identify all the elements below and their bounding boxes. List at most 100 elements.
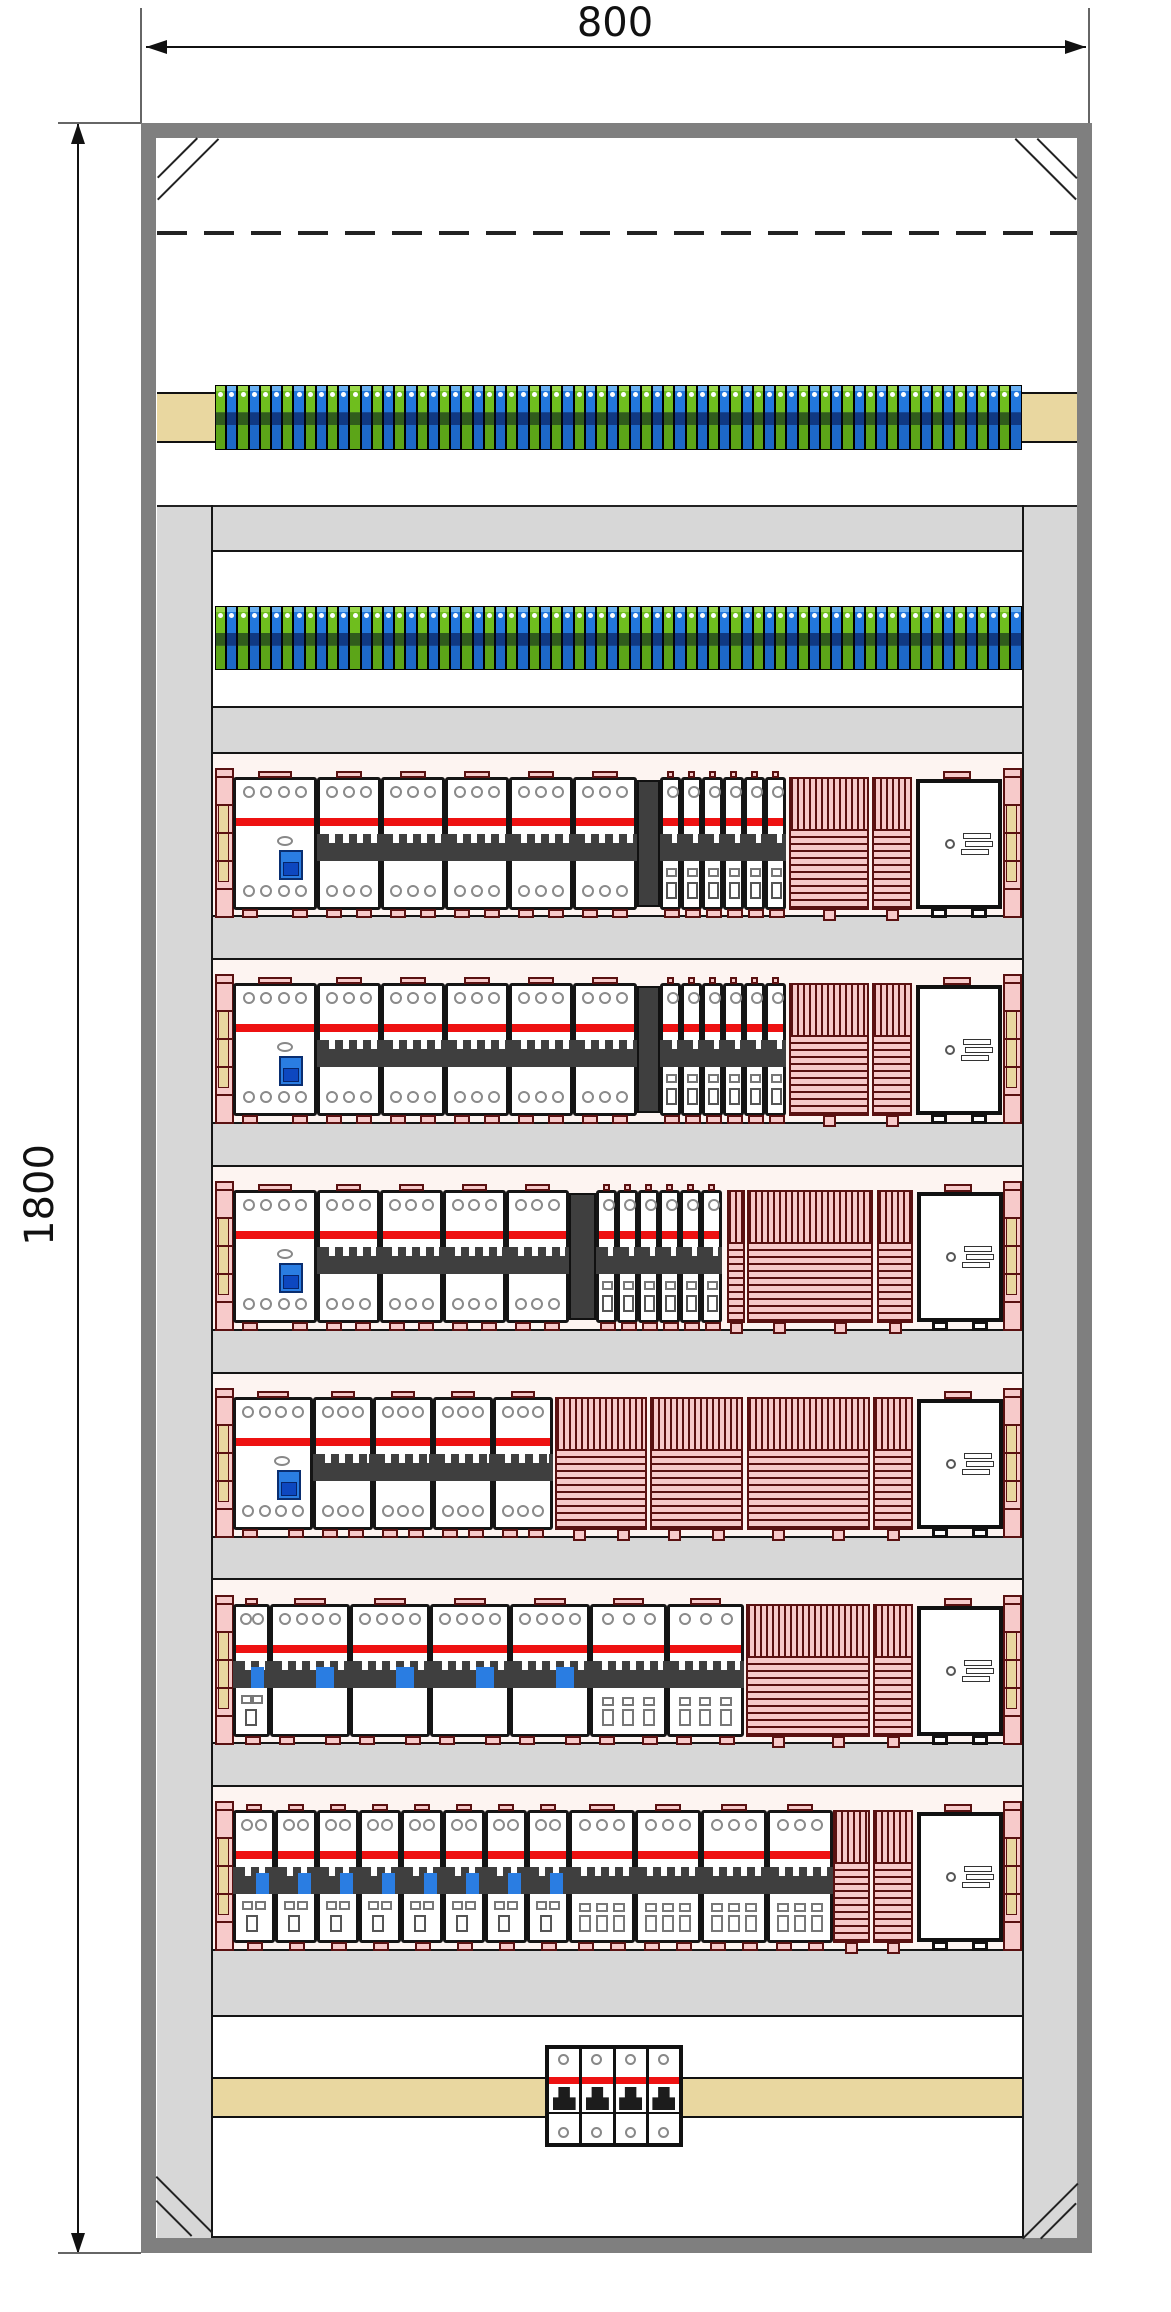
terminal-green (260, 607, 271, 669)
device-mcb3 (313, 1391, 373, 1538)
toggle-band (350, 1661, 430, 1688)
terminal-dot (733, 613, 739, 618)
meter-box (917, 1391, 1003, 1538)
mount-foot (726, 1115, 743, 1124)
terminal-dot (1013, 613, 1019, 618)
meter-dot (945, 1872, 956, 1882)
mount-foot (831, 1736, 845, 1748)
device-rcbo2 (317, 1804, 359, 1951)
terminal-dot (1002, 613, 1008, 618)
terminal-blue (384, 607, 394, 669)
device-mcb1 (702, 771, 723, 918)
window-square (423, 1901, 434, 1910)
screw-circle (687, 1199, 699, 1211)
device-rcd4 (233, 1391, 313, 1538)
screw-circle (242, 885, 255, 897)
window-row (493, 1901, 519, 1910)
screw-terminal-row (688, 786, 700, 798)
screw-circle (326, 1298, 339, 1310)
toggle-band (573, 1040, 637, 1067)
terminal-green (977, 386, 988, 449)
screw-terminal-row (240, 1819, 268, 1831)
mount-tab (645, 1184, 652, 1191)
gap (913, 1190, 917, 1191)
device-mcb1 (596, 1184, 617, 1331)
meter-bar (965, 841, 994, 847)
screw-terminal-row (440, 1505, 486, 1517)
mount-foot (548, 909, 564, 918)
mount-foot (242, 909, 258, 918)
screw-terminal-row (688, 992, 700, 1004)
screw-circle (297, 1819, 309, 1831)
terminal-block-group (789, 983, 869, 1127)
toggle-teeth (321, 1867, 355, 1876)
terminal-green (776, 386, 786, 449)
clamp-lines (1005, 770, 1020, 916)
screw-circle (283, 1819, 295, 1831)
terminal-blue (675, 386, 685, 449)
terminal-blue (944, 386, 954, 449)
screw-circle (326, 885, 339, 897)
toggle-teeth (531, 1867, 565, 1876)
toggle-teeth (513, 834, 569, 843)
mount-tab (400, 771, 426, 778)
device-mcb3 (381, 977, 445, 1124)
fuse-toggle (552, 2087, 576, 2110)
dim-arrow-up (71, 123, 85, 144)
extension-line-left-bottom (58, 2252, 141, 2254)
terminal-comb (791, 779, 867, 831)
screw-circle (518, 1091, 531, 1103)
screw-terminal-row (240, 1091, 310, 1103)
bottom-terminal (749, 1088, 761, 1105)
terminal-blue (406, 386, 416, 449)
mount-foot (663, 909, 680, 918)
screw-circle (501, 1505, 514, 1517)
mount-foot (747, 1115, 764, 1124)
screw-terminal-row (709, 992, 721, 1004)
fuse-toggle (585, 2087, 609, 2110)
toggle-band (317, 1247, 380, 1274)
screw-circle (439, 1613, 452, 1625)
mount-tab (944, 1184, 973, 1192)
toggle-band (313, 1454, 373, 1481)
phase-stripe (648, 2077, 679, 2084)
device-row-din-row-3 (233, 1184, 1003, 1334)
mount-foot (612, 1115, 628, 1124)
window-row (775, 1915, 825, 1932)
screw-terminal-row (751, 992, 763, 1004)
terminal-dot (318, 392, 324, 397)
toggle-band (680, 1247, 701, 1274)
screw-circle (295, 885, 308, 897)
terminal-blue (563, 607, 573, 669)
terminal-stack (748, 1657, 868, 1735)
screw-circle (381, 1406, 394, 1418)
test-button-blue (251, 1667, 265, 1688)
mount-tab (511, 1391, 535, 1398)
bottom-terminal (686, 1088, 698, 1105)
extension-line-left-top (58, 122, 141, 124)
device-mcb1 (744, 771, 765, 918)
screw-terminal-row (240, 1613, 264, 1625)
window-row (325, 1901, 351, 1910)
terminal-green (955, 386, 965, 449)
terminal-stack (874, 830, 910, 908)
mount-tab (336, 771, 362, 778)
toggle-band (317, 1040, 381, 1067)
meter-bar (962, 1039, 991, 1045)
screw-terminal-row (580, 885, 630, 897)
terminal-green (440, 607, 450, 669)
terminal-dot (408, 613, 414, 618)
din-end-clamp (215, 1388, 234, 1538)
toggle-band (701, 1247, 722, 1274)
terminal-stack (749, 1450, 868, 1528)
screw-circle (291, 1406, 304, 1418)
screw-circle (389, 1298, 402, 1310)
window-row (709, 1903, 759, 1912)
mount-foot (642, 1736, 658, 1745)
screw-circle (552, 1613, 565, 1625)
mount-foot (886, 1942, 900, 1954)
terminal-blue (630, 386, 640, 449)
screw-circle (405, 1199, 418, 1211)
screw-circle (295, 1091, 308, 1103)
mount-foot (454, 1115, 470, 1124)
